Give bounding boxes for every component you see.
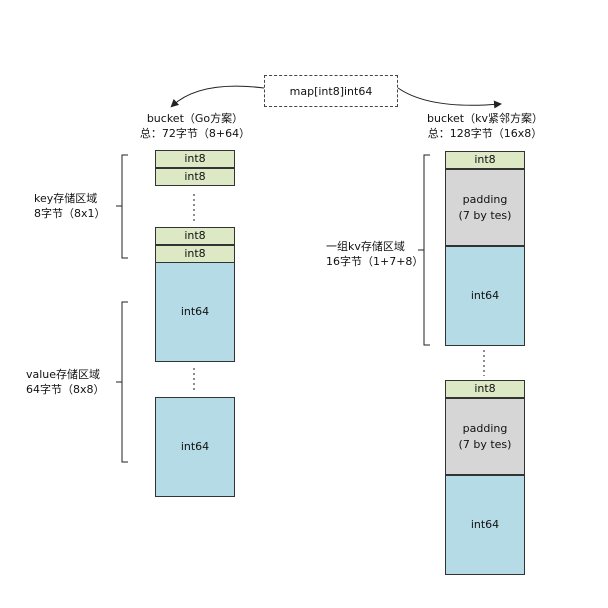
value-area-label: value存储区域 bbox=[26, 368, 101, 381]
key-area-label: key存储区域 bbox=[34, 192, 98, 205]
arrow-left bbox=[170, 85, 265, 108]
value-area-size: 64字节（8x8） bbox=[26, 383, 105, 396]
value-bracket bbox=[116, 301, 128, 463]
right-subheading: 总：128字节（16x8） bbox=[427, 127, 543, 140]
map-type-title: map[int8]int64 bbox=[264, 75, 398, 107]
left-subheading: 总：72字节（8+64） bbox=[139, 127, 251, 140]
value-cell: int64 bbox=[155, 262, 235, 362]
padding-size: (7 by tes) bbox=[458, 437, 512, 451]
key-cell: int8 bbox=[155, 168, 235, 186]
arrow-right bbox=[397, 87, 502, 109]
key-cell: int8 bbox=[155, 227, 235, 245]
padding-size: (7 by tes) bbox=[458, 208, 512, 222]
key-area-size: 8字节（8x1） bbox=[34, 207, 106, 220]
kv-padding-cell: padding (7 by tes) bbox=[445, 398, 525, 475]
key-cell: int8 bbox=[155, 245, 235, 263]
kv-group-label: 一组kv存储区域 bbox=[326, 240, 405, 253]
kv-group-size: 16字节（1+7+8） bbox=[326, 255, 424, 268]
value-cell: int64 bbox=[155, 397, 235, 497]
kv-padding-cell: padding (7 by tes) bbox=[445, 169, 525, 246]
kv-key-cell: int8 bbox=[445, 380, 525, 398]
left-heading: bucket（Go方案） bbox=[146, 112, 244, 125]
key-cell: int8 bbox=[155, 150, 235, 168]
map-type-title-text: map[int8]int64 bbox=[289, 84, 373, 98]
kv-value-cell: int64 bbox=[445, 475, 525, 575]
padding-label: padding bbox=[462, 192, 508, 206]
kv-key-cell: int8 bbox=[445, 151, 525, 169]
right-heading: bucket（kv紧邻方案） bbox=[427, 112, 543, 125]
key-bracket bbox=[116, 154, 128, 259]
group-bracket bbox=[418, 154, 430, 346]
padding-label: padding bbox=[462, 421, 508, 435]
kv-value-cell: int64 bbox=[445, 246, 525, 346]
